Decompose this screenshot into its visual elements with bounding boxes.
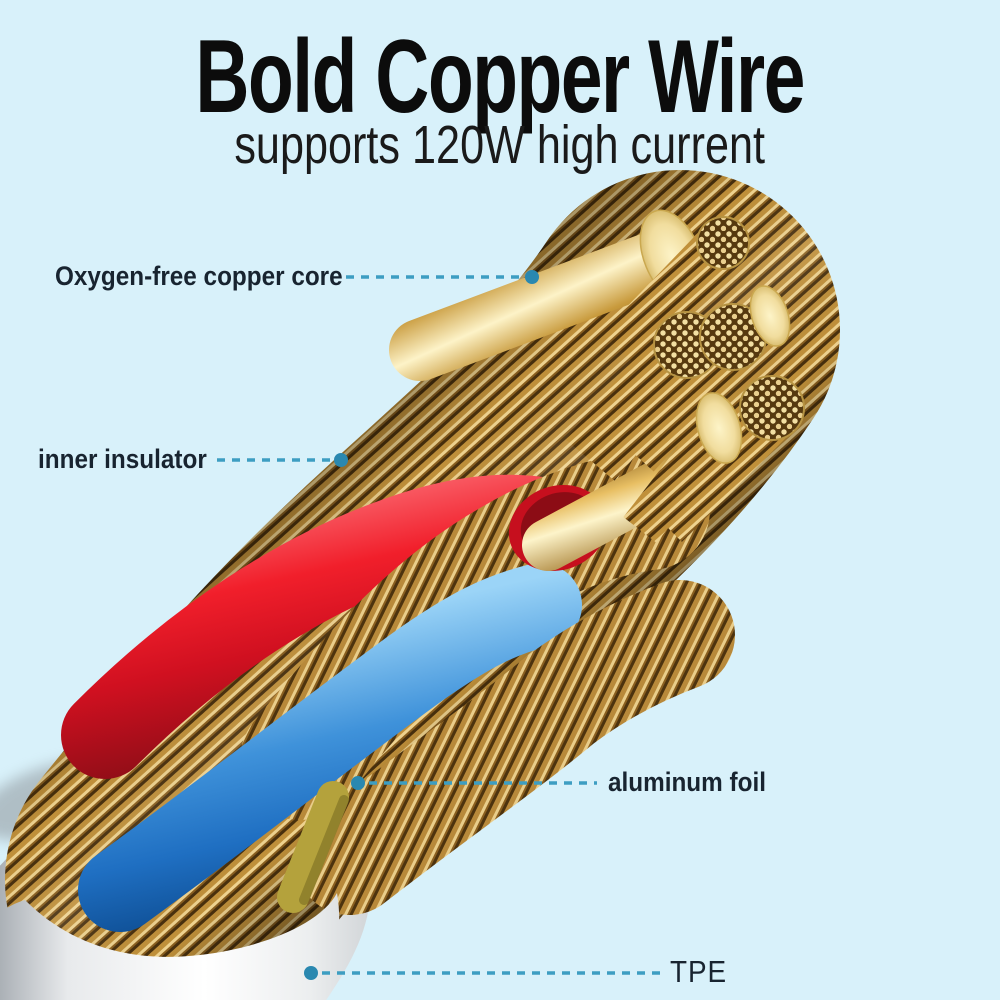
page-subtitle: supports 120W high current [234, 115, 766, 175]
yellow-wire [277, 781, 349, 913]
copper-bundles [565, 216, 805, 543]
yellow-wire-shade [299, 795, 349, 905]
stranded-bundle-cap [739, 375, 805, 441]
solid-core-cap [695, 392, 743, 464]
callout-label-copper-core: Oxygen-free copper core [55, 261, 343, 291]
callout-dot-inner-insulator [334, 453, 348, 467]
tpe-jacket-front [0, 893, 340, 1000]
stranded-bundle-cap [696, 216, 750, 270]
callout-label-aluminum-foil: aluminum foil [608, 767, 766, 797]
callout-dot-copper-core [525, 270, 539, 284]
solid-core-cap [749, 285, 791, 347]
callout-lines [217, 275, 665, 975]
page-title: Bold Copper Wire [195, 19, 806, 135]
blue-insulated-wire [78, 563, 582, 932]
callout-label-inner-insulator: inner insulator [38, 444, 207, 474]
callout-dot-tpe [304, 966, 318, 980]
callout-dot-aluminum-foil [351, 776, 365, 790]
callout-label-tpe: TPE [670, 954, 727, 989]
callout-dots [304, 270, 539, 980]
strand-wrap-over-blue [295, 580, 735, 915]
